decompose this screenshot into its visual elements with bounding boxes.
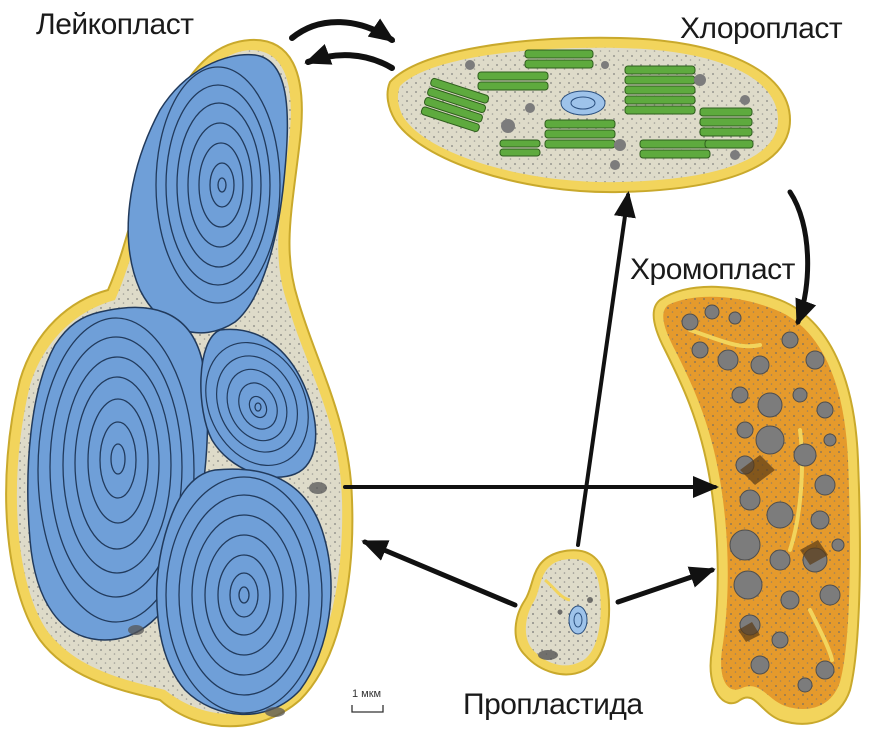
arrow-pro-to-leuco xyxy=(365,542,515,605)
leucoplast xyxy=(6,40,352,726)
starch-grain xyxy=(157,469,331,714)
arrow-pro-to-chromo xyxy=(618,570,712,602)
scale-bar xyxy=(352,705,383,712)
label-chromoplast: Хромопласт xyxy=(630,253,795,287)
label-leucoplast: Лейкопласт xyxy=(36,8,193,42)
label-proplastid: Пропластида xyxy=(463,688,643,722)
chloroplast xyxy=(388,38,790,192)
label-chloroplast: Хлоропласт xyxy=(680,12,842,46)
proplastid xyxy=(516,550,610,674)
chloroplast-nucleoid xyxy=(561,91,605,115)
label-scale: 1 мкм xyxy=(352,688,381,700)
arrow-leuco-to-chloro xyxy=(292,22,392,40)
arrow-pro-to-chloro xyxy=(578,195,628,545)
chromoplast xyxy=(654,287,860,724)
arrow-chloro-to-leuco xyxy=(308,55,392,68)
